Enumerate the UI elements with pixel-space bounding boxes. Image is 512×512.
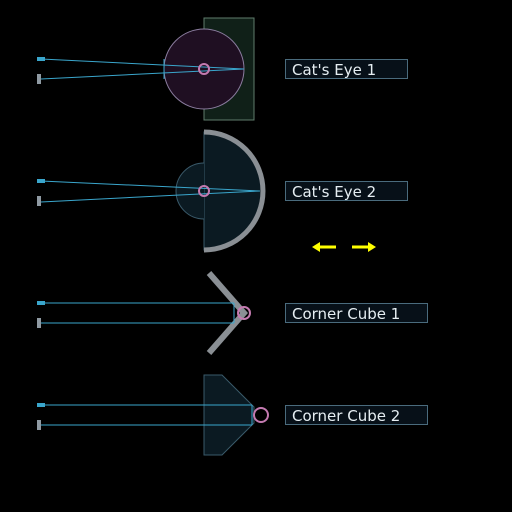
cats-eye-2-ray-out — [40, 190, 261, 203]
corner-cube-2-source-lower — [37, 420, 41, 430]
cats-eye-2-inner-lens — [175, 162, 205, 220]
cats-eye-2-ray-in — [40, 180, 261, 192]
corner-cube-1-focus-marker — [237, 306, 251, 320]
corner-cube-1-label[interactable]: Corner Cube 1 — [285, 303, 428, 323]
corner-cube-2-diagram — [37, 374, 269, 456]
cats-eye-1-diagram — [37, 17, 255, 121]
cats-eye-1-ray-in — [40, 58, 245, 70]
cats-eye-2-label[interactable]: Cat's Eye 2 — [285, 181, 408, 201]
cats-eye-1-source-lower — [37, 74, 41, 84]
arrow-left-icon[interactable] — [312, 242, 336, 252]
corner-cube-2-prism — [203, 374, 255, 456]
cats-eye-1-ray-out — [40, 68, 245, 80]
corner-cube-2-focus-marker — [253, 407, 269, 423]
cats-eye-1-focus-marker — [198, 63, 210, 75]
cats-eye-2-source-lower — [37, 196, 41, 206]
cats-eye-2-focus-marker — [198, 185, 210, 197]
corner-cube-1-mirror — [206, 271, 248, 355]
corner-cube-1-diagram — [37, 271, 251, 355]
corner-cube-1-source-lower — [37, 318, 41, 328]
cats-eye-2-mirror — [203, 129, 266, 253]
corner-cube-2-label[interactable]: Corner Cube 2 — [285, 405, 428, 425]
cats-eye-1-sphere — [163, 28, 245, 110]
arrow-right-icon[interactable] — [352, 242, 376, 252]
cats-eye-2-diagram — [37, 129, 266, 253]
cats-eye-1-label[interactable]: Cat's Eye 1 — [285, 59, 408, 79]
